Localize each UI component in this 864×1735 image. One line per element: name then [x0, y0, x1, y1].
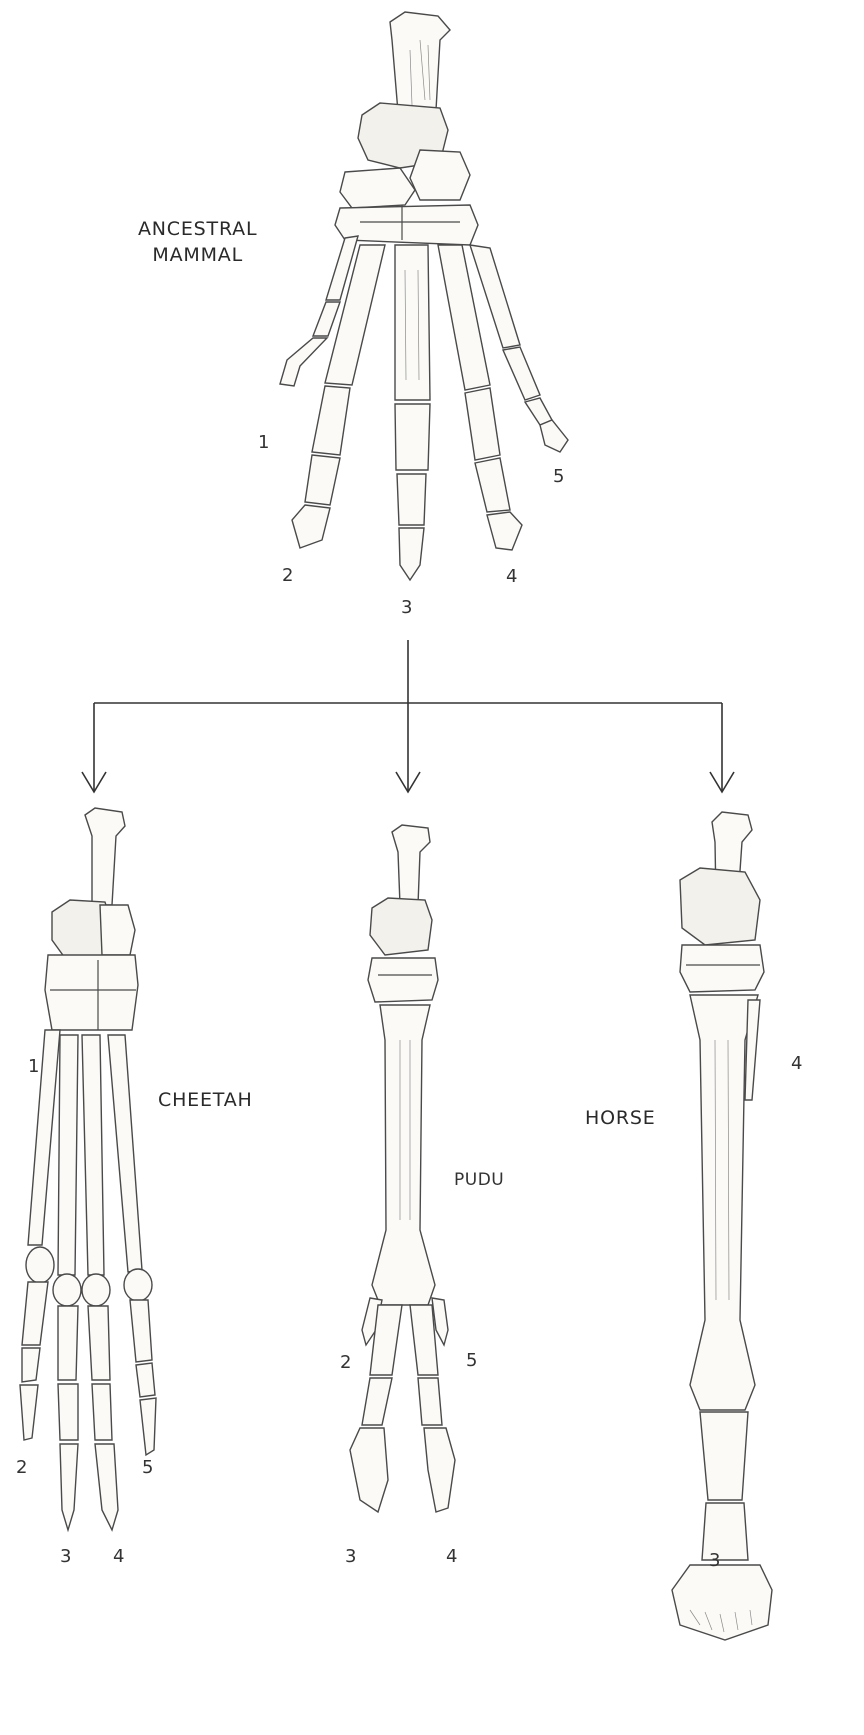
pudu-digit-2: 2: [340, 1352, 352, 1373]
pudu-title: PUDU: [454, 1170, 504, 1190]
ancestral-title-line1: ANCESTRAL: [138, 216, 257, 242]
cheetah-digit-3: 3: [60, 1546, 72, 1567]
horse-digit-3: 3: [709, 1550, 721, 1571]
cheetah-digit-5: 5: [142, 1457, 154, 1478]
horse-title: HORSE: [585, 1105, 656, 1131]
ancestral-digit-2: 2: [282, 565, 294, 586]
pudu-digit-3: 3: [345, 1546, 357, 1567]
ancestral-title: ANCESTRAL MAMMAL: [138, 216, 257, 268]
pudu-foot-illustration: [350, 825, 455, 1512]
ancestral-digit-1: 1: [258, 432, 270, 453]
cheetah-title: CHEETAH: [158, 1087, 253, 1113]
horse-digit-4: 4: [791, 1053, 803, 1074]
ancestral-digit-3: 3: [401, 597, 413, 618]
ancestral-foot-illustration: [280, 12, 568, 580]
cheetah-digit-2: 2: [16, 1457, 28, 1478]
horse-foot-illustration: [672, 812, 772, 1640]
pudu-digit-5: 5: [466, 1350, 478, 1371]
cheetah-digit-4: 4: [113, 1546, 125, 1567]
cheetah-digit-1: 1: [28, 1056, 40, 1077]
pudu-digit-4: 4: [446, 1546, 458, 1567]
evolution-arrows: [82, 640, 734, 792]
cheetah-foot-illustration: [20, 808, 156, 1530]
ancestral-digit-5: 5: [553, 466, 565, 487]
ancestral-title-line2: MAMMAL: [138, 242, 257, 268]
ancestral-digit-4: 4: [506, 566, 518, 587]
